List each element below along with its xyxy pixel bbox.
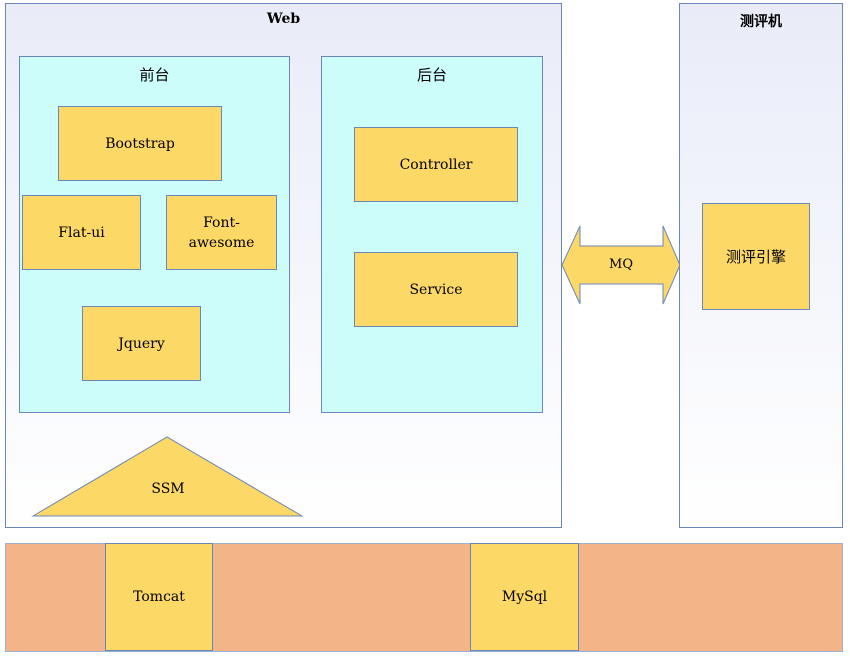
- service-box: Service: [354, 252, 518, 327]
- mysql-box: MySql: [470, 543, 579, 651]
- jquery-label: Jquery: [118, 335, 165, 352]
- backend-panel: 后台: [321, 56, 543, 413]
- controller-label: Controller: [399, 156, 473, 173]
- bootstrap-label: Bootstrap: [105, 135, 175, 152]
- mq-label: MQ: [609, 257, 633, 272]
- tomcat-label: Tomcat: [133, 589, 185, 605]
- ssm-triangle: [31, 436, 304, 517]
- mysql-label: MySql: [501, 589, 548, 605]
- controller-box: Controller: [354, 127, 518, 202]
- web-title: Web: [266, 11, 301, 27]
- tomcat-box: Tomcat: [105, 543, 213, 651]
- flatui-label: Flat-ui: [58, 224, 105, 241]
- engine-box: 测评引擎: [702, 203, 810, 310]
- ssm-label: SSM: [151, 481, 185, 497]
- engine-label: 测评引擎: [725, 247, 786, 266]
- evaluator-title: 测评机: [740, 14, 782, 30]
- frontend-title: 前台: [139, 66, 170, 84]
- fontawesome-label: Font- awesome: [188, 214, 255, 251]
- bootstrap-box: Bootstrap: [58, 106, 222, 181]
- backend-title: 后台: [416, 66, 447, 84]
- fontawesome-box: Font- awesome: [166, 195, 277, 270]
- jquery-box: Jquery: [82, 306, 201, 381]
- service-label: Service: [409, 281, 463, 298]
- flatui-box: Flat-ui: [22, 195, 141, 270]
